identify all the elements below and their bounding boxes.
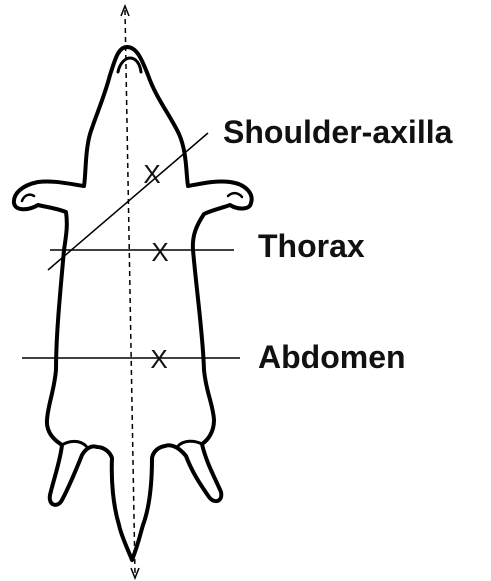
thorax-marker: X <box>151 237 168 267</box>
midline-axis <box>125 10 135 574</box>
thorax-label: Thorax <box>258 228 365 264</box>
abdomen-label: Abdomen <box>258 339 406 375</box>
shoulder-axilla-marker: X <box>143 159 160 189</box>
abdomen-marker: X <box>150 344 167 374</box>
nose-detail <box>118 58 141 72</box>
animal-outline <box>14 47 252 560</box>
shoulder-axilla-label: Shoulder-axilla <box>223 114 453 150</box>
left-hind-leg-line <box>62 441 86 446</box>
left-paw-detail <box>22 195 34 201</box>
right-paw-detail <box>228 193 242 197</box>
right-hind-leg-line <box>178 441 202 446</box>
